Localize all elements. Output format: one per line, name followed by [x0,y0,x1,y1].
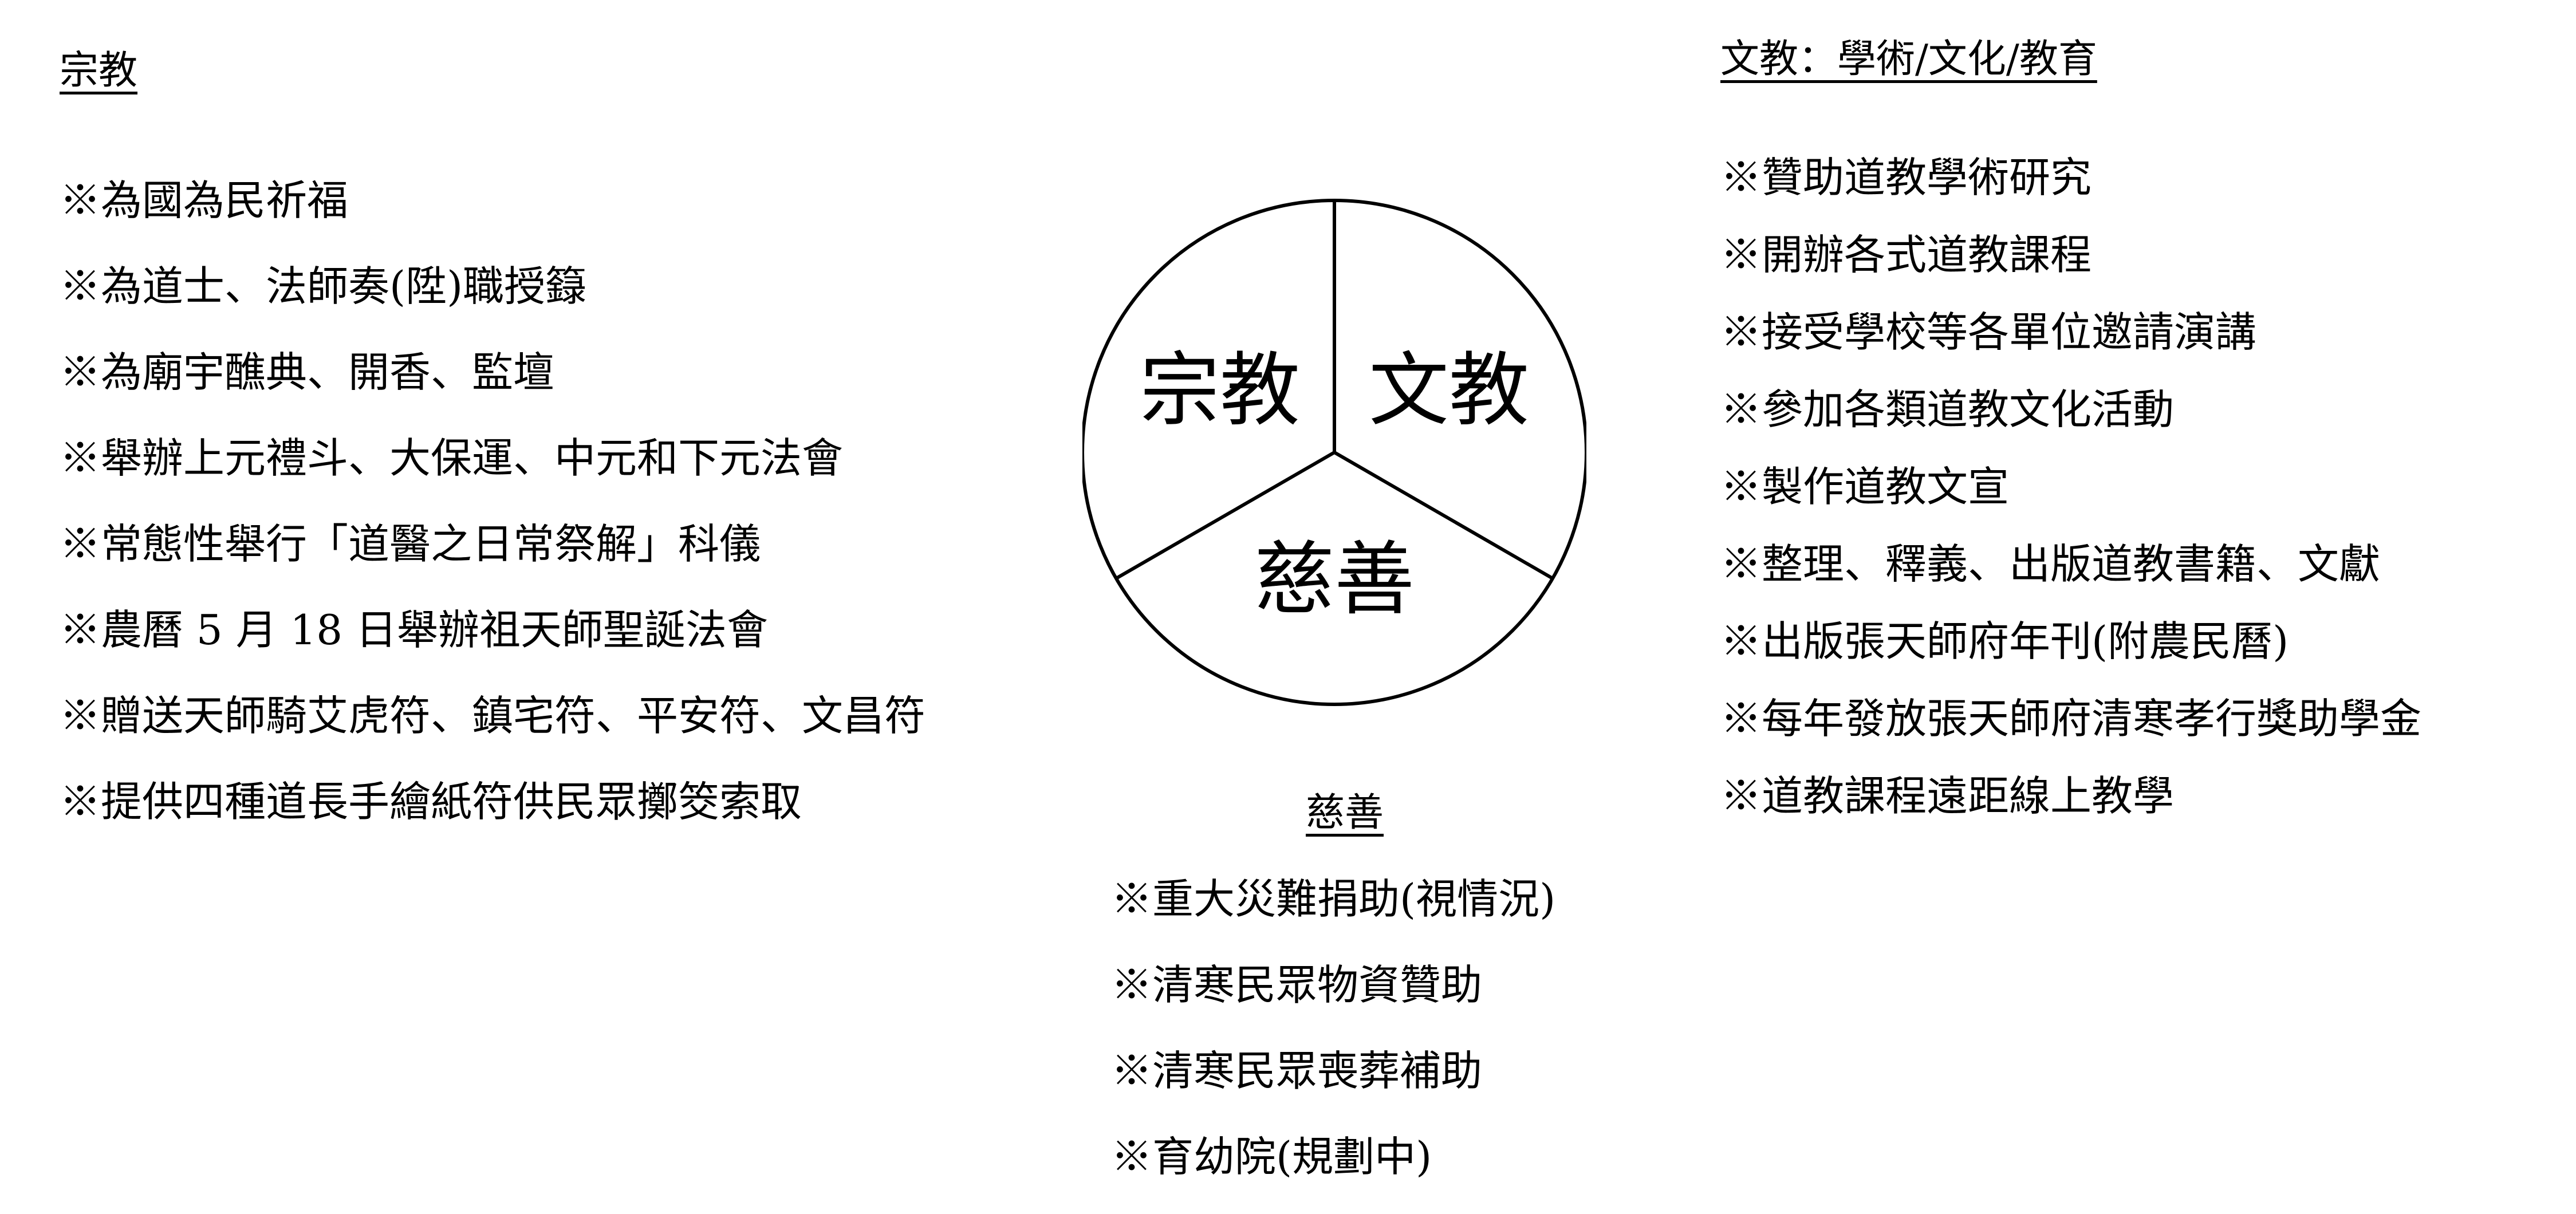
charity-item: ※清寒民眾喪葬補助 [1111,1047,1483,1095]
culture-item: ※贊助道教學術研究 [1720,153,2092,202]
culture-item: ※開辦各式道教課程 [1720,231,2092,279]
culture-item: ※整理、釋義、出版道教書籍、文獻 [1720,540,2381,588]
charity-item: ※育幼院(規劃中) [1111,1133,1432,1181]
religion-item: ※常態性舉行「道醫之日常祭解」科儀 [60,520,761,568]
religion-item: ※為廟宇醮典、開香、監壇 [60,348,555,396]
religion-item: ※為道士、法師奏(陞)職授籙 [60,262,587,310]
charity-heading: 慈善 [1306,790,1384,835]
culture-item: ※製作道教文宣 [1720,463,2010,511]
charity-item: ※重大災難捐助(視情況) [1111,875,1556,923]
wheel-label-religion: 宗教 [1140,344,1300,437]
three-pillars-wheel: 宗教 文教 慈善 [1082,199,1586,706]
charity-item: ※清寒民眾物資贊助 [1111,961,1483,1009]
religion-item: ※提供四種道長手繪紙符供民眾擲筊索取 [60,778,802,826]
wheel-divider-right [1333,451,1554,580]
culture-item: ※參加各類道教文化活動 [1720,385,2175,433]
wheel-label-culture: 文教 [1369,344,1529,437]
culture-item: ※道教課程遠距線上教學 [1720,772,2175,820]
culture-heading: 文教：學術/文化/教育 [1720,37,2097,82]
religion-item: ※舉辦上元禮斗、大保運、中元和下元法會 [60,434,844,482]
religion-item: ※農曆 5 月 18 日舉辦祖天師聖誕法會 [60,606,768,654]
religion-heading: 宗教 [60,48,138,93]
religion-item: ※贈送天師騎艾虎符、鎮宅符、平安符、文昌符 [60,692,926,740]
culture-item: ※每年發放張天師府清寒孝行獎助學金 [1720,695,2422,743]
religion-item: ※為國為民祈福 [60,176,349,224]
wheel-divider-left [1115,451,1336,580]
culture-item: ※出版張天師府年刊(附農民曆) [1720,617,2289,665]
wheel-label-charity: 慈善 [1254,533,1415,626]
culture-item: ※接受學校等各單位邀請演講 [1720,308,2257,356]
